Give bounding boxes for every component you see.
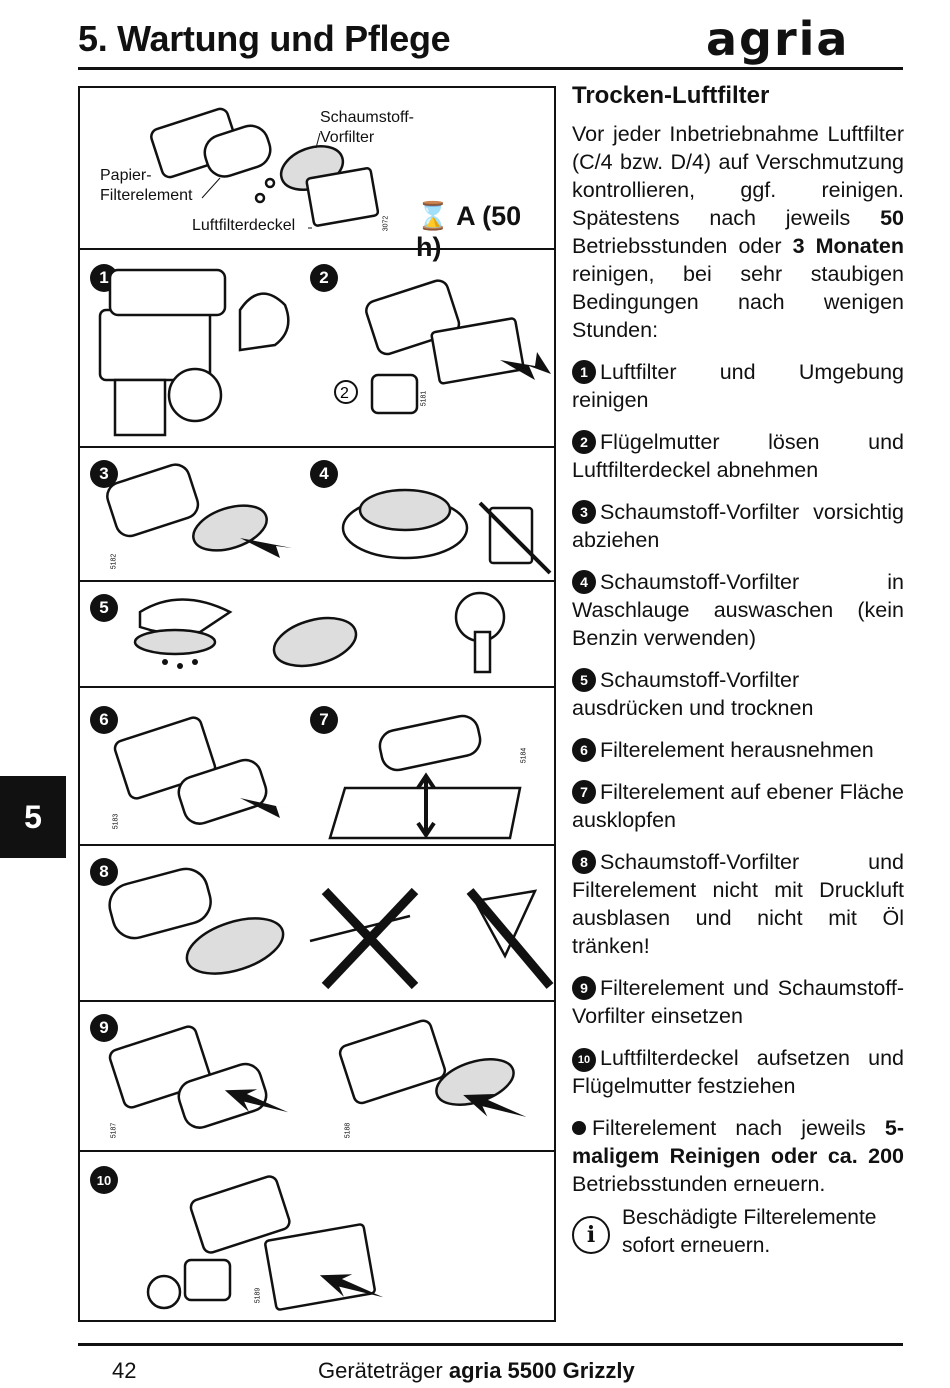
footer-rule: [78, 1343, 903, 1346]
svg-text:2: 2: [340, 385, 349, 402]
step-5-marker: 5: [90, 594, 118, 622]
figure-code: 3072: [382, 215, 390, 232]
text-column: Trocken-Luftfilter Vor jeder Inbetriebna…: [572, 82, 904, 1260]
step-8-icon: 8: [572, 850, 596, 874]
step-10-marker: 10: [90, 1166, 118, 1194]
cover-mount-illustration: [146, 1175, 384, 1311]
illustration-panel: Schaumstoff- Vorfilter Papier- Filterele…: [78, 86, 556, 1322]
foam-label: Schaumstoff- Vorfilter: [320, 109, 414, 146]
foam-wash-illustration: [106, 463, 552, 575]
paper-label: Papier- Filterelement: [100, 167, 193, 204]
foam-dry-illustration: [133, 591, 506, 674]
cover-label: Luftfilterdeckel: [192, 217, 296, 234]
step-9-icon: 9: [572, 976, 596, 1000]
row-step-5: 5: [80, 580, 554, 686]
figure-code: 5182: [110, 553, 118, 570]
info-text: Beschädigte Filterelemente sofort erneue…: [622, 1206, 877, 1257]
step-6-marker: 6: [90, 706, 118, 734]
row-steps-6-7: 6 7 5183 5184: [80, 686, 554, 844]
info-note: i Beschädigte Filterelemente sofort erne…: [572, 1204, 904, 1260]
step-3-icon: 3: [572, 500, 596, 524]
no-air-no-oil-illustration: [108, 867, 554, 990]
info-icon: i: [572, 1216, 610, 1254]
figure-code: 5183: [112, 813, 120, 830]
step-2-marker: 2: [310, 264, 338, 292]
figure-code: 5188: [344, 1122, 352, 1139]
filter-exploded-illustration: [150, 107, 380, 229]
step-1-icon: 1: [572, 360, 596, 384]
bullet-icon: [572, 1121, 586, 1135]
page-title: 5. Wartung und Pflege: [78, 18, 451, 59]
row-steps-3-4: 3 4 5182: [80, 446, 554, 580]
chapter-tab: 5: [0, 776, 66, 858]
row-step-10: 10 5189: [80, 1150, 554, 1320]
row-step-8: 8: [80, 844, 554, 1000]
page-number: 42: [112, 1358, 137, 1383]
row-steps-1-2: 1 2 2 5181: [80, 248, 554, 446]
agria-logo: agria: [706, 12, 850, 66]
overview-cell: Schaumstoff- Vorfilter Papier- Filterele…: [80, 88, 554, 262]
section-heading: Trocken-Luftfilter: [572, 82, 770, 109]
filter-removal-illustration: [113, 714, 522, 840]
figure-code: 5189: [254, 1287, 262, 1304]
intro-paragraph: Vor jeder Inbetriebnahme Luftfilter (C/4…: [572, 122, 904, 342]
figure-code: 5184: [520, 747, 528, 764]
step-9-marker: 9: [90, 1014, 118, 1042]
engine-cleaning-illustration: 2: [98, 268, 551, 437]
step-4-marker: 4: [310, 460, 338, 488]
step-4-icon: 4: [572, 570, 596, 594]
replace-note: Filterelement nach jeweils 5-maligem Rei…: [572, 1116, 904, 1196]
figure-code: 5187: [110, 1122, 118, 1139]
hourglass-icon: ⌛: [416, 201, 450, 231]
footer-text: Geräteträger agria 5500 Grizzly: [318, 1358, 635, 1383]
step-7-icon: 7: [572, 780, 596, 804]
step-8-marker: 8: [90, 858, 118, 886]
figure-code: 5181: [420, 390, 428, 407]
row-step-9: 9 5187 5188: [80, 1000, 554, 1150]
step-6-icon: 6: [572, 738, 596, 762]
filter-insert-illustration: [108, 1019, 527, 1129]
header-rule: [78, 67, 903, 70]
step-5-icon: 5: [572, 668, 596, 692]
step-2-icon: 2: [572, 430, 596, 454]
interval-label: ⌛ A (50 h): [416, 201, 522, 262]
step-10-icon: 10: [572, 1048, 596, 1072]
step-7-marker: 7: [310, 706, 338, 734]
